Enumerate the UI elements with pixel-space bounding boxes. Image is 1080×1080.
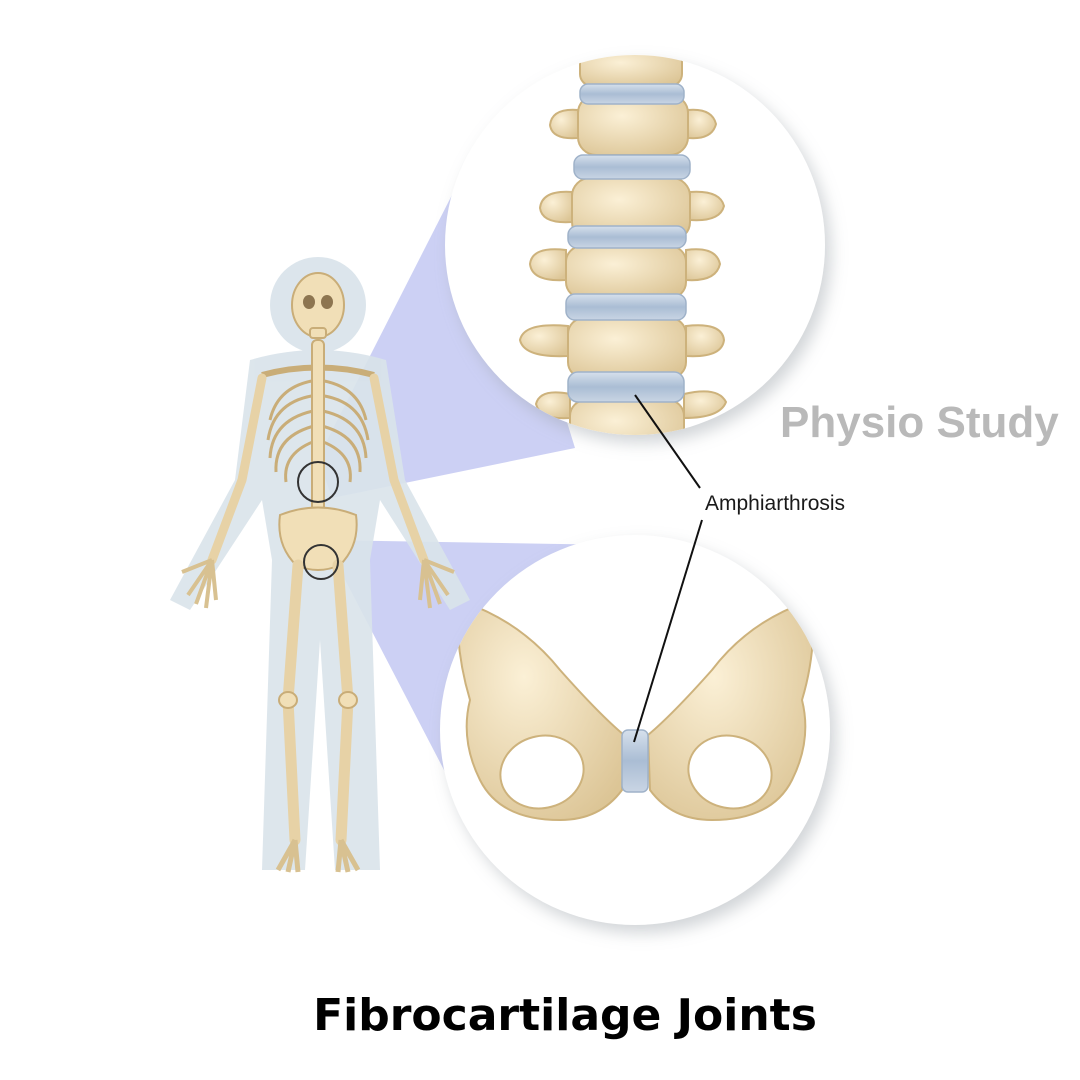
callout-line-pelvis xyxy=(633,519,703,743)
figure-caption: Fibrocartilage Joints xyxy=(313,990,817,1041)
callout-line-spine xyxy=(634,394,701,489)
obturator-foramina xyxy=(499,734,773,810)
intervertebral-discs xyxy=(565,83,691,403)
pelvis-small xyxy=(278,506,358,571)
spine-focus-marker xyxy=(297,461,339,503)
spine-closeup xyxy=(445,55,825,435)
watermark-text: Physio Study xyxy=(780,398,1059,447)
pubic-symphysis-disc xyxy=(621,729,649,793)
pelvis-closeup xyxy=(440,535,830,925)
pubic-focus-marker xyxy=(303,544,339,580)
spine xyxy=(311,339,325,521)
amphiarthrosis-label: Amphiarthrosis xyxy=(705,492,846,515)
